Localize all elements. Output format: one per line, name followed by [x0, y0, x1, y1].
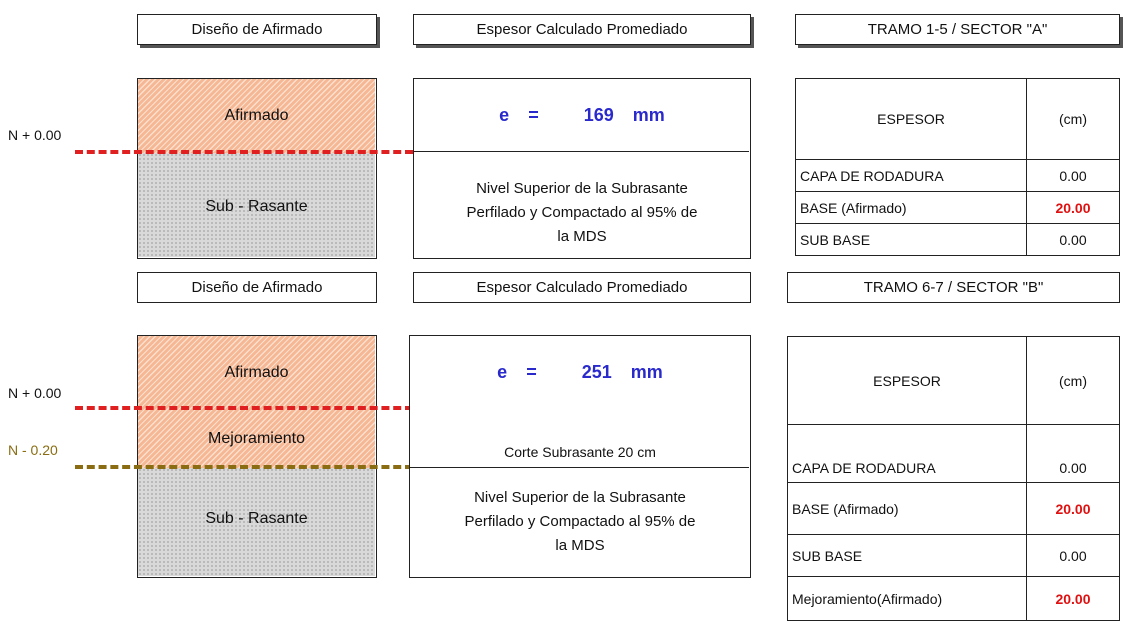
sector-a-design-header: Diseño de Afirmado [137, 14, 377, 45]
table-row-label: Mejoramiento(Afirmado) [787, 576, 1027, 621]
sector-a-thickness-box: e = 169 mm Nivel Superior de la Subrasan… [413, 78, 751, 259]
sector-a-afirmado-layer: Afirmado [138, 79, 375, 153]
sector-a-subrasante-label: Sub - Rasante [205, 198, 308, 215]
table-row-value: 0.00 [1026, 534, 1120, 577]
sector-b-thickness-table: ESPESOR (cm) CAPA DE RODADURA 0.00 BASE … [787, 336, 1120, 621]
sector-b-desc-line3: la MDS [555, 537, 605, 554]
sector-b-cut-line [75, 465, 413, 469]
sector-b-thickness-box: e = 251 mm Corte Subrasante 20 cm Nivel … [409, 335, 751, 578]
table-header-unit: (cm) [1026, 336, 1120, 425]
sector-b-level-line [75, 406, 413, 410]
sector-a-thickness-header: Espesor Calculado Promediado [413, 14, 751, 45]
sector-b-level-top: N + 0.00 [8, 385, 62, 401]
sector-b-subrasante-layer: Sub - Rasante [138, 468, 375, 576]
sector-a-level-line [75, 150, 413, 154]
table-row-value: 0.00 [1026, 223, 1120, 256]
table-row-label: CAPA DE RODADURA [787, 424, 1027, 483]
table-row-value: 0.00 [1026, 424, 1120, 483]
sector-b-design-header: Diseño de Afirmado [137, 272, 377, 303]
table-header-unit: (cm) [1026, 78, 1120, 160]
sector-b-desc-line1: Nivel Superior de la Subrasante [474, 489, 686, 506]
sector-b-thickness-header: Espesor Calculado Promediado [413, 272, 751, 303]
table-header-espesor: ESPESOR [787, 336, 1027, 425]
sector-a-tramo-header: TRAMO 1-5 / SECTOR "A" [795, 14, 1120, 45]
sector-a-subrasante-layer: Sub - Rasante [138, 153, 375, 257]
table-row-label: BASE (Afirmado) [787, 482, 1027, 535]
table-row-value-highlight: 20.00 [1026, 482, 1120, 535]
e-label: e [499, 105, 510, 125]
sector-b-subrasante-label: Sub - Rasante [205, 510, 308, 527]
table-row-value-highlight: 20.00 [1026, 191, 1120, 224]
sector-b-mejoramiento-label: Mejoramiento [208, 430, 305, 447]
e-equals: = [528, 105, 539, 125]
sector-a-thickness-divider [414, 151, 749, 152]
sector-a-desc-line3: la MDS [557, 228, 607, 245]
table-row-label: SUB BASE [787, 534, 1027, 577]
sector-b-e-value: 251 [581, 362, 612, 382]
sector-b-afirmado-layer: Afirmado Mejoramiento [138, 336, 375, 468]
table-row-label: CAPA DE RODADURA [795, 159, 1027, 192]
sector-b-tramo-header: TRAMO 6-7 / SECTOR "B" [787, 272, 1120, 303]
sector-b-layer-diagram: Afirmado Mejoramiento Sub - Rasante [137, 335, 377, 578]
table-header-espesor: ESPESOR [795, 78, 1027, 160]
sector-b-desc-line2: Perfilado y Compactado al 95% de [464, 513, 696, 530]
e-label: e [497, 362, 508, 382]
e-unit: mm [632, 105, 665, 125]
table-row-value: 0.00 [1026, 159, 1120, 192]
sector-a-desc-line1: Nivel Superior de la Subrasante [476, 180, 688, 197]
sector-b-cut-text: Corte Subrasante 20 cm [504, 444, 656, 460]
e-equals: = [526, 362, 537, 382]
sector-b-afirmado-label: Afirmado [224, 364, 289, 381]
sector-a-e-line: e = 169 mm [414, 105, 750, 126]
sector-a-level-top: N + 0.00 [8, 127, 62, 143]
sector-a-afirmado-label: Afirmado [224, 107, 289, 124]
table-row-label: SUB BASE [795, 223, 1027, 256]
table-row-value-highlight: 20.00 [1026, 576, 1120, 621]
sector-a-thickness-table: ESPESOR (cm) CAPA DE RODADURA 0.00 BASE … [795, 78, 1120, 256]
sector-b-level-cut: N - 0.20 [8, 442, 58, 458]
sector-a-e-value: 169 [583, 105, 614, 125]
sector-b-thickness-divider [410, 467, 749, 468]
sector-a-desc-line2: Perfilado y Compactado al 95% de [466, 204, 698, 221]
e-unit: mm [630, 362, 663, 382]
table-row-label: BASE (Afirmado) [795, 191, 1027, 224]
sector-a-layer-diagram: Afirmado Sub - Rasante [137, 78, 377, 259]
sector-b-e-line: e = 251 mm [410, 362, 750, 383]
